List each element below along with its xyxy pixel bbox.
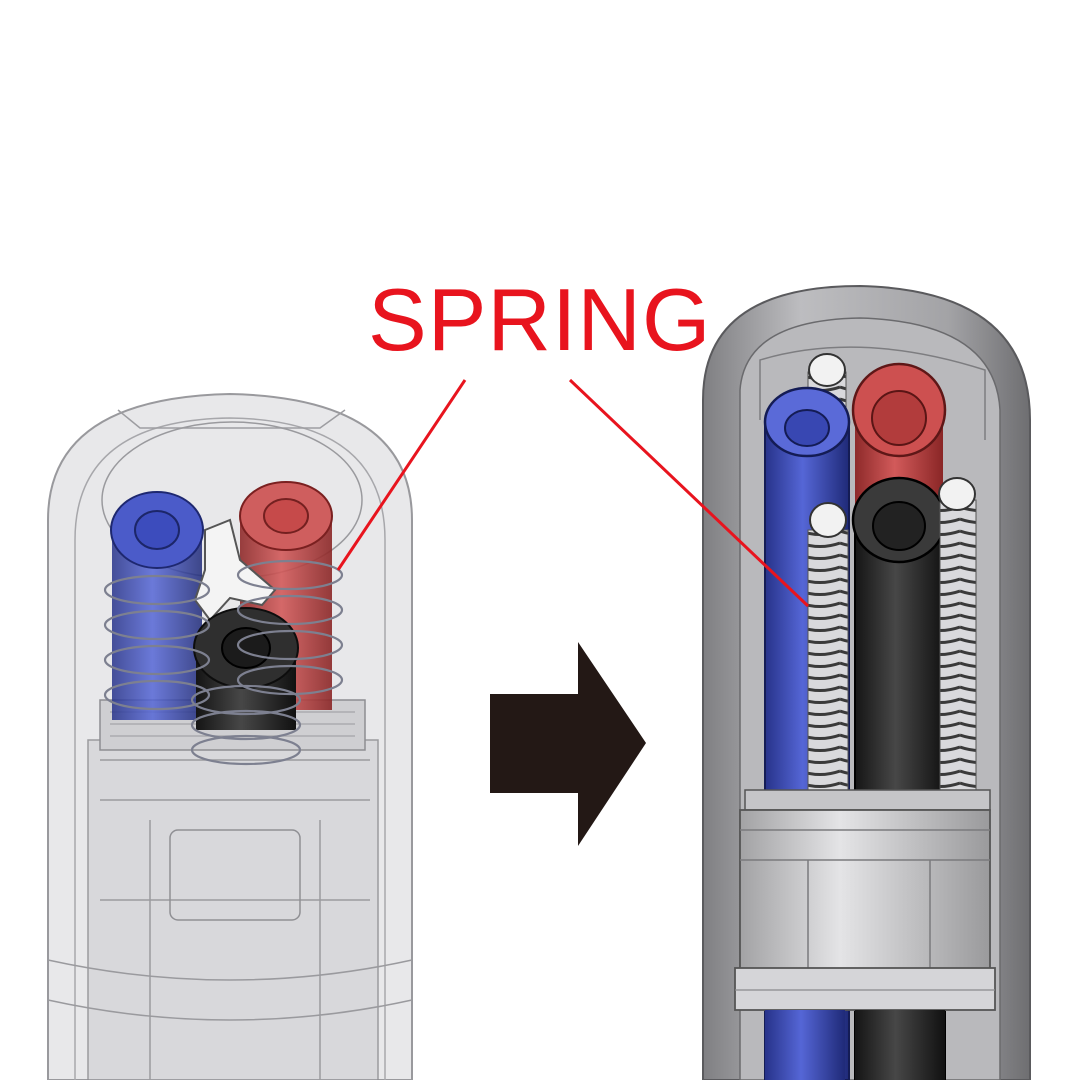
inner-sleeve	[734, 789, 996, 1011]
spring-right	[939, 499, 977, 801]
spring-coils-left	[103, 559, 344, 766]
callout-line-right	[568, 378, 810, 608]
after-figure	[702, 284, 1031, 1080]
spring-callout-label: SPRING	[368, 270, 712, 369]
callout-line-left	[336, 379, 467, 571]
blue-refill	[110, 491, 204, 720]
right-arrow-icon	[490, 642, 646, 846]
spring-front	[807, 529, 849, 821]
before-figure	[47, 392, 413, 1080]
callout-lines	[336, 378, 810, 608]
